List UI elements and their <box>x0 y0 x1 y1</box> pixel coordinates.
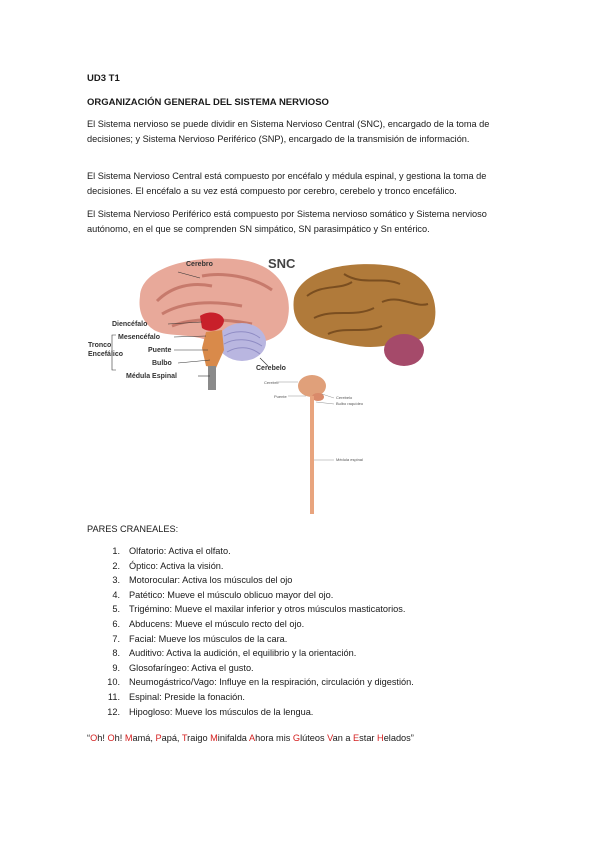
mnemonic-segment: H <box>377 733 384 743</box>
real-brain-folds <box>306 273 429 335</box>
label-diencefalo: Diencéfalo <box>112 321 147 328</box>
mnemonic-segment: “ <box>87 733 91 743</box>
list-item-text: Facial: Mueve los músculos de la cara. <box>129 633 288 644</box>
list-item: 12. Hipogloso: Mueve los músculos de la l… <box>100 705 520 720</box>
spinal-cord-shape <box>208 366 216 390</box>
mnemonic-segment: T <box>181 733 188 743</box>
mnemonic-segment: raigo <box>187 733 211 743</box>
small-brain-shape <box>298 375 326 397</box>
long-spinal-cord <box>310 396 314 514</box>
unit-header: UD3 T1 <box>87 73 120 84</box>
list-item: 10. Neumogástrico/Vago: Influye en la res… <box>100 675 520 690</box>
mnemonic-segment: lúteos <box>300 733 328 743</box>
mnemonic-segment: G <box>292 733 301 743</box>
spinal-cord-illustration: Cerebro Puente Cerebelo Bulbo raquídeo M… <box>264 375 364 514</box>
section-title: ORGANIZACIÓN GENERAL DEL SISTEMA NERVIOS… <box>87 97 329 108</box>
small-label-cerebro: Cerebro <box>264 380 279 385</box>
mnemonic-segment: A <box>248 733 256 743</box>
list-item-number: 2. <box>112 560 120 571</box>
list-item-text: Glosofaríngeo: Activa el gusto. <box>129 662 254 673</box>
list-item-text: Hipogloso: Mueve los músculos de la leng… <box>129 706 314 717</box>
small-label-bulbo: Bulbo raquídeo <box>336 401 364 406</box>
mnemonic-segment: star <box>359 733 378 743</box>
cortex-folds <box>155 273 273 328</box>
brain-section-illustration: Cerebro Diencéfalo Mesencéfalo Puente Bu… <box>88 258 289 390</box>
cranial-heading: PARES CRANEALES: <box>87 524 179 534</box>
list-item-number: 8. <box>112 648 120 659</box>
label-cerebro: Cerebro <box>186 261 213 268</box>
label-mesencefalo: Mesencéfalo <box>118 334 160 341</box>
mnemonic-segment: E <box>353 733 360 743</box>
cerebrum-shape <box>139 258 289 344</box>
mnemonic-segment: O <box>90 733 98 743</box>
mnemonic-segment: h! <box>97 733 108 743</box>
label-encefalico: Encefálico <box>88 351 123 358</box>
mnemonic-segment: amá, <box>132 733 156 743</box>
list-item: 9. Glosofaríngeo: Activa el gusto. <box>100 661 520 676</box>
label-medula: Médula Espinal <box>126 373 177 380</box>
list-item-number: 6. <box>112 618 120 629</box>
list-item-text: Abducens: Mueve el músculo recto del ojo… <box>129 618 305 629</box>
list-item-text: Patético: Mueve el músculo oblicuo mayor… <box>129 589 334 600</box>
list-item: 11. Espinal: Preside la fonación. <box>100 690 520 705</box>
list-item-text: Neumogástrico/Vago: Influye en la respir… <box>129 677 414 688</box>
mnemonic-segment: hora mis <box>255 733 293 743</box>
mnemonic-segment: inifalda <box>217 733 249 743</box>
list-item-number: 11. <box>107 691 120 702</box>
list-item-number: 5. <box>112 604 120 615</box>
snc-label: SNC <box>268 256 296 271</box>
list-item: 7. Facial: Mueve los músculos de la cara. <box>100 632 520 647</box>
list-item-text: Motorocular: Activa los músculos del ojo <box>129 575 293 586</box>
mnemonic-segment: P <box>155 733 162 743</box>
label-bulbo: Bulbo <box>152 360 172 367</box>
list-item-number: 1. <box>112 546 120 556</box>
list-item-number: 4. <box>112 589 120 600</box>
list-item-text: Óptico: Activa la visión. <box>129 560 224 571</box>
label-cerebelo: Cerebelo <box>256 365 286 372</box>
list-item: 6. Abducens: Mueve el músculo recto del o… <box>100 617 520 632</box>
mnemonic-segment: h! <box>114 733 125 743</box>
paragraph-snc: El Sistema Nervioso Central está compues… <box>87 171 487 196</box>
list-item: 2. Óptico: Activa la visión. <box>100 559 520 574</box>
mnemonic-segment: elados” <box>383 733 414 743</box>
cerebellum-shape <box>218 323 266 361</box>
list-item-number: 10. <box>107 677 120 688</box>
list-item-text: Espinal: Preside la fonación. <box>129 691 245 702</box>
list-item: 8. Auditivo: Activa la audición, el equil… <box>100 646 520 661</box>
label-puente: Puente <box>148 347 171 354</box>
paragraph-snp: El Sistema Nervioso Periférico está comp… <box>87 209 487 234</box>
list-item-number: 12. <box>107 706 120 717</box>
list-item: 1. Olfatorio: Activa el olfato. <box>100 544 520 559</box>
mnemonic-segment: M <box>210 733 218 743</box>
paragraph-snc-snp: El Sistema nervioso se puede dividir en … <box>87 119 490 144</box>
real-brain-shape <box>293 264 436 347</box>
real-cerebellum-shape <box>384 334 424 366</box>
nervous-system-figure: Cerebro Diencéfalo Mesencéfalo Puente Bu… <box>88 256 436 514</box>
brainstem-shape <box>202 330 224 368</box>
list-item-text: Trigémino: Mueve el maxilar inferior y o… <box>129 604 406 615</box>
label-tronco: Tronco <box>88 342 111 349</box>
list-item-number: 9. <box>112 662 120 673</box>
mnemonic-segment: an a <box>332 733 354 743</box>
mnemonic-segment: M <box>124 733 133 743</box>
small-label-puente: Puente <box>274 394 287 399</box>
list-item-text: Auditivo: Activa la audición, el equilib… <box>129 648 357 659</box>
list-item-number: 7. <box>112 633 120 644</box>
small-label-cerebelo: Cerebelo <box>336 395 353 400</box>
cranial-nerve-list: 1. Olfatorio: Activa el olfato. 2. Óptico: … <box>100 544 520 719</box>
list-item: 4. Patético: Mueve el músculo oblicuo may… <box>100 588 520 603</box>
mnemonic-segment: apá, <box>161 733 182 743</box>
mnemonic-phrase: “Oh! Oh! Mamá, Papá, Traigo Minifalda Ah… <box>87 733 414 743</box>
small-label-medula: Médula espinal <box>336 457 363 462</box>
list-item: 5. Trigémino: Mueve el maxilar inferior y… <box>100 602 520 617</box>
mnemonic-segment: O <box>107 733 115 743</box>
cerebellum-folds <box>223 331 263 355</box>
list-item-text: Olfatorio: Activa el olfato. <box>129 546 231 556</box>
real-brain-photo <box>293 264 436 366</box>
list-item-number: 3. <box>112 575 120 586</box>
list-item: 3. Motorocular: Activa los músculos del o… <box>100 573 520 588</box>
mnemonic-segment: V <box>327 733 333 743</box>
diencephalon-shape <box>200 312 224 331</box>
